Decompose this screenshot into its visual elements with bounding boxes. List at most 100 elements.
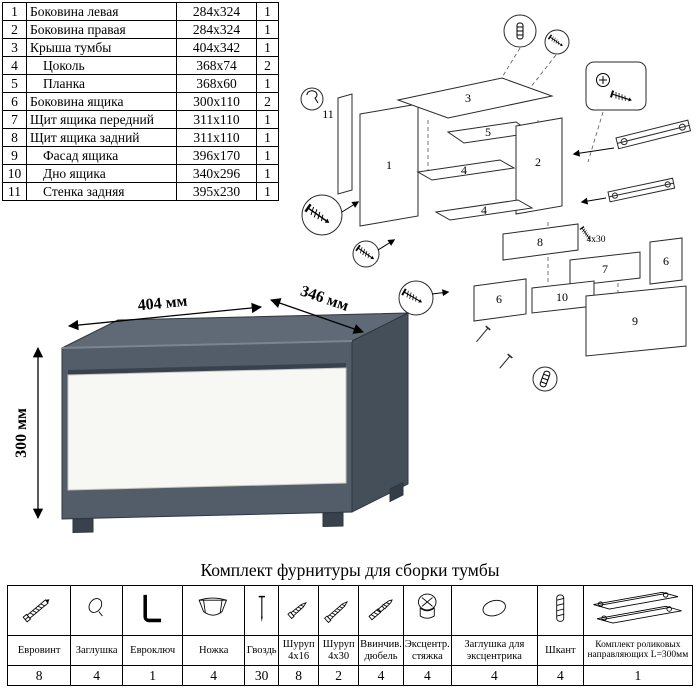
part-name: Стенка задняя	[26, 182, 177, 201]
screw-size-label: 4x30	[587, 235, 606, 245]
part-qty: 1	[256, 20, 279, 39]
hardware-icon-cell	[582, 585, 693, 636]
part-size: 396x170	[176, 146, 257, 165]
hardware-qty: 4	[536, 665, 584, 686]
hardware-icon-cell	[244, 585, 280, 636]
hardware-icon-cell	[358, 585, 404, 636]
hardware-qty: 4	[450, 665, 538, 686]
part-name: Щит ящика задний	[26, 128, 177, 147]
top-edge-highlight	[61, 340, 353, 349]
hardware-qty: 8	[7, 665, 72, 686]
parts-table-row: 9 Фасад ящика 396x170 1	[2, 146, 279, 165]
cam-lock-icon	[404, 587, 450, 634]
part-label: 11	[322, 107, 334, 121]
part-number: 3	[2, 38, 27, 57]
width-dimension-arrow	[67, 302, 263, 331]
hardware-name: Евроключ	[122, 635, 184, 666]
part-label: 4	[461, 163, 467, 177]
part-number: 2	[2, 20, 27, 39]
hardware-name: Гвоздь	[244, 635, 280, 666]
hardware-callouts	[300, 14, 647, 392]
parts-table-row: 11 Стенка задняя 395x230 1	[2, 182, 279, 201]
hardware-name: Заглушка	[70, 635, 124, 666]
parts-table-row: 8 Щит ящика задний 311x110 1	[2, 128, 279, 147]
part-label: 6	[496, 292, 502, 306]
part-label: 8	[537, 235, 543, 249]
hardware-icons-row	[7, 585, 693, 636]
part-qty: 1	[256, 182, 279, 201]
parts-table-row: 7 Щит ящика передний 311x110 1	[2, 110, 279, 129]
hardware-icon-cell	[450, 585, 538, 636]
hardware-icon-cell	[70, 585, 124, 636]
foot-icon	[184, 587, 244, 634]
confirmat-screw-icon	[9, 587, 70, 634]
wooden-dowel-icon	[538, 587, 582, 634]
hardware-qty: 1	[582, 665, 693, 686]
hardware-icon-cell	[402, 585, 452, 636]
drawer-front	[67, 367, 347, 491]
part-name: Дно ящика	[26, 164, 177, 183]
hardware-name: Евровинт	[7, 635, 72, 666]
part-number: 9	[2, 146, 27, 165]
depth-dimension-label: 346 мм	[298, 286, 351, 315]
part-size: 284x324	[176, 20, 257, 39]
product-drawing: 404 мм 346 мм 300 мм	[13, 286, 409, 534]
parts-table-row: 10 Дно ящика 340x296 1	[2, 164, 279, 183]
hardware-qty: 4	[70, 665, 124, 686]
part-size: 311x110	[176, 128, 257, 147]
part-label: 5	[485, 125, 491, 139]
hardware-qty: 2	[318, 665, 360, 686]
part-size: 368x74	[176, 56, 257, 75]
screw-short-icon	[280, 587, 318, 634]
parts-table-row: 2 Боковина правая 284x324 1	[2, 20, 279, 39]
cabinet-foot	[389, 481, 404, 503]
part-label: 7	[602, 262, 608, 276]
part-name: Цоколь	[26, 56, 177, 75]
part-number: 11	[2, 182, 27, 201]
hardware-name: Ввинчив. дюбель	[358, 635, 404, 666]
hardware-name: Эксцентр. стяжка	[402, 635, 452, 666]
roller-rails-icon	[584, 587, 691, 634]
part-number: 7	[2, 110, 27, 129]
hardware-section: Комплект фурнитуры для сборки тумбы Евро…	[0, 560, 700, 686]
drawer-rails	[607, 119, 692, 203]
part-number: 4	[2, 56, 27, 75]
drawer-gap	[68, 363, 346, 375]
parts-table-row: 3 Крыша тумбы 404x342 1	[2, 38, 279, 57]
parts-table-row: 5 Планка 368x60 1	[2, 74, 279, 93]
hardware-qty: 4	[402, 665, 452, 686]
hardware-name: Комплект роликовых направляющих L=300мм	[582, 635, 693, 666]
hardware-qty: 4	[182, 665, 246, 686]
hardware-icon-cell	[536, 585, 584, 636]
hardware-qty: 30	[244, 665, 280, 686]
parts-table-row: 6 Боковина ящика 300x110 2	[2, 92, 279, 111]
depth-dimension-arrow	[270, 298, 364, 334]
part-qty: 1	[256, 146, 279, 165]
part-label: 2	[535, 155, 541, 169]
hardware-qty: 4	[358, 665, 404, 686]
part-label: 10	[556, 290, 568, 304]
drawer-panels	[473, 223, 687, 357]
hardware-icon-cell	[278, 585, 320, 636]
part-qty: 1	[256, 2, 279, 21]
height-dimension-label: 300 мм	[13, 408, 30, 458]
cabinet-foot	[72, 517, 94, 534]
hardware-kit-title: Комплект фурнитуры для сборки тумбы	[200, 560, 500, 580]
part-label: 3	[465, 91, 471, 105]
part-size: 395x230	[176, 182, 257, 201]
part-name: Боковина ящика	[26, 92, 177, 111]
hardware-icon-cell	[318, 585, 360, 636]
part-label: 6	[663, 254, 669, 268]
cabinet-panels	[337, 77, 563, 227]
hardware-name: Заглушка для эксцентрика	[450, 635, 538, 666]
screw-long-icon	[320, 587, 358, 634]
nail-icon	[246, 587, 278, 634]
part-label: 1	[386, 158, 392, 172]
part-qty: 1	[256, 38, 279, 57]
exploded-diagram: 11 1 2 3 4 4 5 6 6 7 8 9 10 4x30	[300, 14, 692, 392]
part-number: 10	[2, 164, 27, 183]
hardware-icon-cell	[7, 585, 72, 636]
plug-icon	[72, 587, 122, 634]
part-size: 368x60	[176, 74, 257, 93]
